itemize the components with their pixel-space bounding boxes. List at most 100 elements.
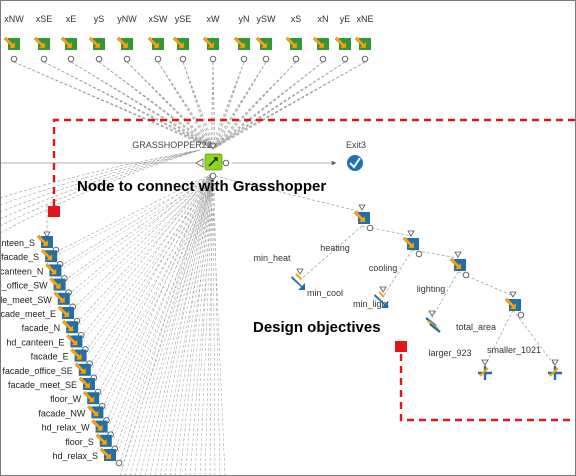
orange-arrow-icon bbox=[172, 36, 185, 49]
left-variable-node[interactable]: facade_E bbox=[31, 348, 93, 367]
left-variable-label: canteen_S bbox=[0, 238, 35, 248]
variable-node-icon[interactable] bbox=[70, 348, 87, 362]
left-variable-node[interactable]: facade_meet_SE bbox=[8, 376, 102, 396]
fan-edge bbox=[189, 175, 215, 476]
left-variable-node[interactable]: facade_N bbox=[22, 319, 85, 339]
variable-node-icon[interactable] bbox=[45, 263, 62, 277]
variable-node-icon[interactable] bbox=[78, 376, 95, 390]
top-variable-node[interactable]: yNW bbox=[116, 14, 137, 63]
orange-arrow-icon bbox=[353, 210, 366, 223]
left-variable-node[interactable]: floor_S bbox=[65, 433, 119, 453]
top-variable-node[interactable]: ySE bbox=[172, 14, 192, 63]
variable-node-icon[interactable] bbox=[504, 297, 521, 311]
variable-node-icon[interactable] bbox=[402, 236, 419, 250]
variable-node-icon[interactable] bbox=[57, 305, 74, 319]
variable-node-icon[interactable] bbox=[74, 362, 91, 376]
left-variable-node[interactable]: hd_relax_S bbox=[52, 447, 123, 467]
variable-node-icon[interactable] bbox=[99, 447, 116, 461]
objective-branch-node[interactable] bbox=[402, 230, 423, 258]
variable-node-icon[interactable] bbox=[87, 405, 104, 419]
top-variable-node[interactable]: yS bbox=[88, 14, 105, 63]
left-variable-node[interactable]: facade_meet_SW bbox=[0, 291, 77, 311]
fan-edge bbox=[209, 175, 213, 476]
fan-edge bbox=[182, 61, 216, 149]
variable-node-icon[interactable] bbox=[82, 390, 100, 405]
output-port-icon bbox=[40, 55, 48, 63]
variable-node-icon[interactable] bbox=[60, 36, 77, 50]
top-variable-node[interactable]: yE bbox=[334, 14, 351, 63]
variable-node-icon[interactable] bbox=[233, 36, 250, 50]
variable-node-icon[interactable] bbox=[354, 36, 371, 50]
objective-branch-node[interactable] bbox=[449, 251, 470, 279]
left-variable-node[interactable]: canteen_N bbox=[0, 263, 68, 282]
orange-arrow-icon bbox=[74, 362, 86, 374]
left-variable-node[interactable]: facade_NW bbox=[38, 405, 110, 424]
objective-leaf-node[interactable] bbox=[425, 310, 441, 333]
top-variable-node[interactable]: ySW bbox=[255, 14, 276, 63]
fan-edge bbox=[164, 175, 213, 476]
variable-node-icon[interactable] bbox=[36, 234, 53, 248]
objective-leaf-node[interactable] bbox=[374, 286, 388, 308]
variable-node-icon[interactable] bbox=[116, 36, 133, 50]
variable-node-icon[interactable] bbox=[91, 419, 108, 433]
left-variable-label: hd_canteen_E bbox=[6, 337, 64, 347]
left-variable-label: e_office_SW bbox=[0, 281, 48, 291]
left-variable-node[interactable]: canteen_S bbox=[0, 234, 60, 254]
variable-node-icon[interactable] bbox=[202, 36, 219, 50]
variable-node-icon[interactable] bbox=[88, 36, 105, 50]
orange-arrow-icon bbox=[78, 376, 91, 389]
fan-edge bbox=[89, 173, 214, 366]
variable-node-icon[interactable] bbox=[334, 36, 351, 50]
top-variable-node[interactable]: xNW bbox=[3, 14, 24, 63]
left-variable-node[interactable]: facade_S bbox=[1, 248, 64, 268]
top-variable-node[interactable]: xSW bbox=[147, 14, 168, 63]
variable-node-icon[interactable] bbox=[172, 36, 189, 50]
objective-leaf-node[interactable] bbox=[478, 359, 492, 380]
exit-node[interactable]: Exit3 bbox=[346, 140, 366, 171]
fan-edge bbox=[214, 61, 267, 149]
fan-edge bbox=[179, 175, 213, 476]
top-variable-node[interactable]: yN bbox=[233, 14, 250, 63]
top-variable-node[interactable]: xNE bbox=[354, 14, 374, 63]
fan-edge bbox=[126, 61, 212, 149]
variable-node-icon[interactable] bbox=[40, 248, 58, 263]
top-variable-node[interactable]: xE bbox=[60, 14, 77, 63]
left-variable-node[interactable]: facade_office_SE bbox=[2, 362, 98, 382]
fan-edge bbox=[213, 175, 221, 476]
variable-node-icon[interactable] bbox=[147, 36, 164, 50]
variable-node-icon[interactable] bbox=[312, 36, 329, 50]
variable-node-icon[interactable] bbox=[53, 291, 70, 305]
variable-node-icon[interactable] bbox=[49, 277, 66, 291]
top-variable-node[interactable]: xW bbox=[202, 14, 220, 63]
grasshopper-node[interactable]: GRASSHOPPER22 bbox=[132, 140, 230, 180]
variable-node-icon[interactable] bbox=[255, 36, 272, 50]
top-variable-node[interactable]: xS bbox=[285, 14, 302, 63]
top-variable-label: ySE bbox=[175, 14, 192, 24]
variable-node-icon[interactable] bbox=[61, 319, 79, 334]
objective-branch-node[interactable] bbox=[504, 291, 525, 319]
objective-leaf-node[interactable] bbox=[548, 359, 562, 380]
variable-node-icon[interactable] bbox=[449, 257, 466, 271]
variable-node-icon[interactable] bbox=[66, 334, 83, 348]
orange-arrow-icon bbox=[45, 263, 57, 275]
left-variable-node[interactable]: floor_W bbox=[50, 390, 106, 410]
output-port-icon bbox=[209, 172, 217, 180]
left-variable-node[interactable]: hd_relax_W bbox=[42, 419, 114, 438]
variable-node-icon[interactable] bbox=[3, 36, 20, 50]
left-variable-node[interactable]: hd_canteen_E bbox=[6, 334, 89, 353]
variable-node-icon[interactable] bbox=[95, 433, 112, 447]
fan-edge bbox=[0, 149, 201, 206]
variable-node-icon[interactable] bbox=[285, 36, 302, 50]
connect-annotation: Node to connect with Grasshopper bbox=[77, 178, 326, 195]
left-variable-node[interactable]: facade_meet_E bbox=[0, 305, 81, 325]
objective-root-node[interactable] bbox=[353, 204, 374, 232]
fan-edge bbox=[79, 175, 216, 326]
left-variable-node[interactable]: e_office_SW bbox=[0, 277, 72, 296]
top-variable-node[interactable]: xN bbox=[312, 14, 329, 63]
fan-edge bbox=[0, 149, 201, 220]
objectives-tree: heatingcoolinglightingtotal_areamin_heat… bbox=[253, 204, 562, 380]
variable-node-icon[interactable] bbox=[353, 210, 370, 224]
top-variable-node[interactable]: xSE bbox=[33, 14, 52, 63]
variable-node-icon[interactable] bbox=[33, 36, 50, 50]
objective-leaf-node[interactable] bbox=[291, 268, 305, 290]
